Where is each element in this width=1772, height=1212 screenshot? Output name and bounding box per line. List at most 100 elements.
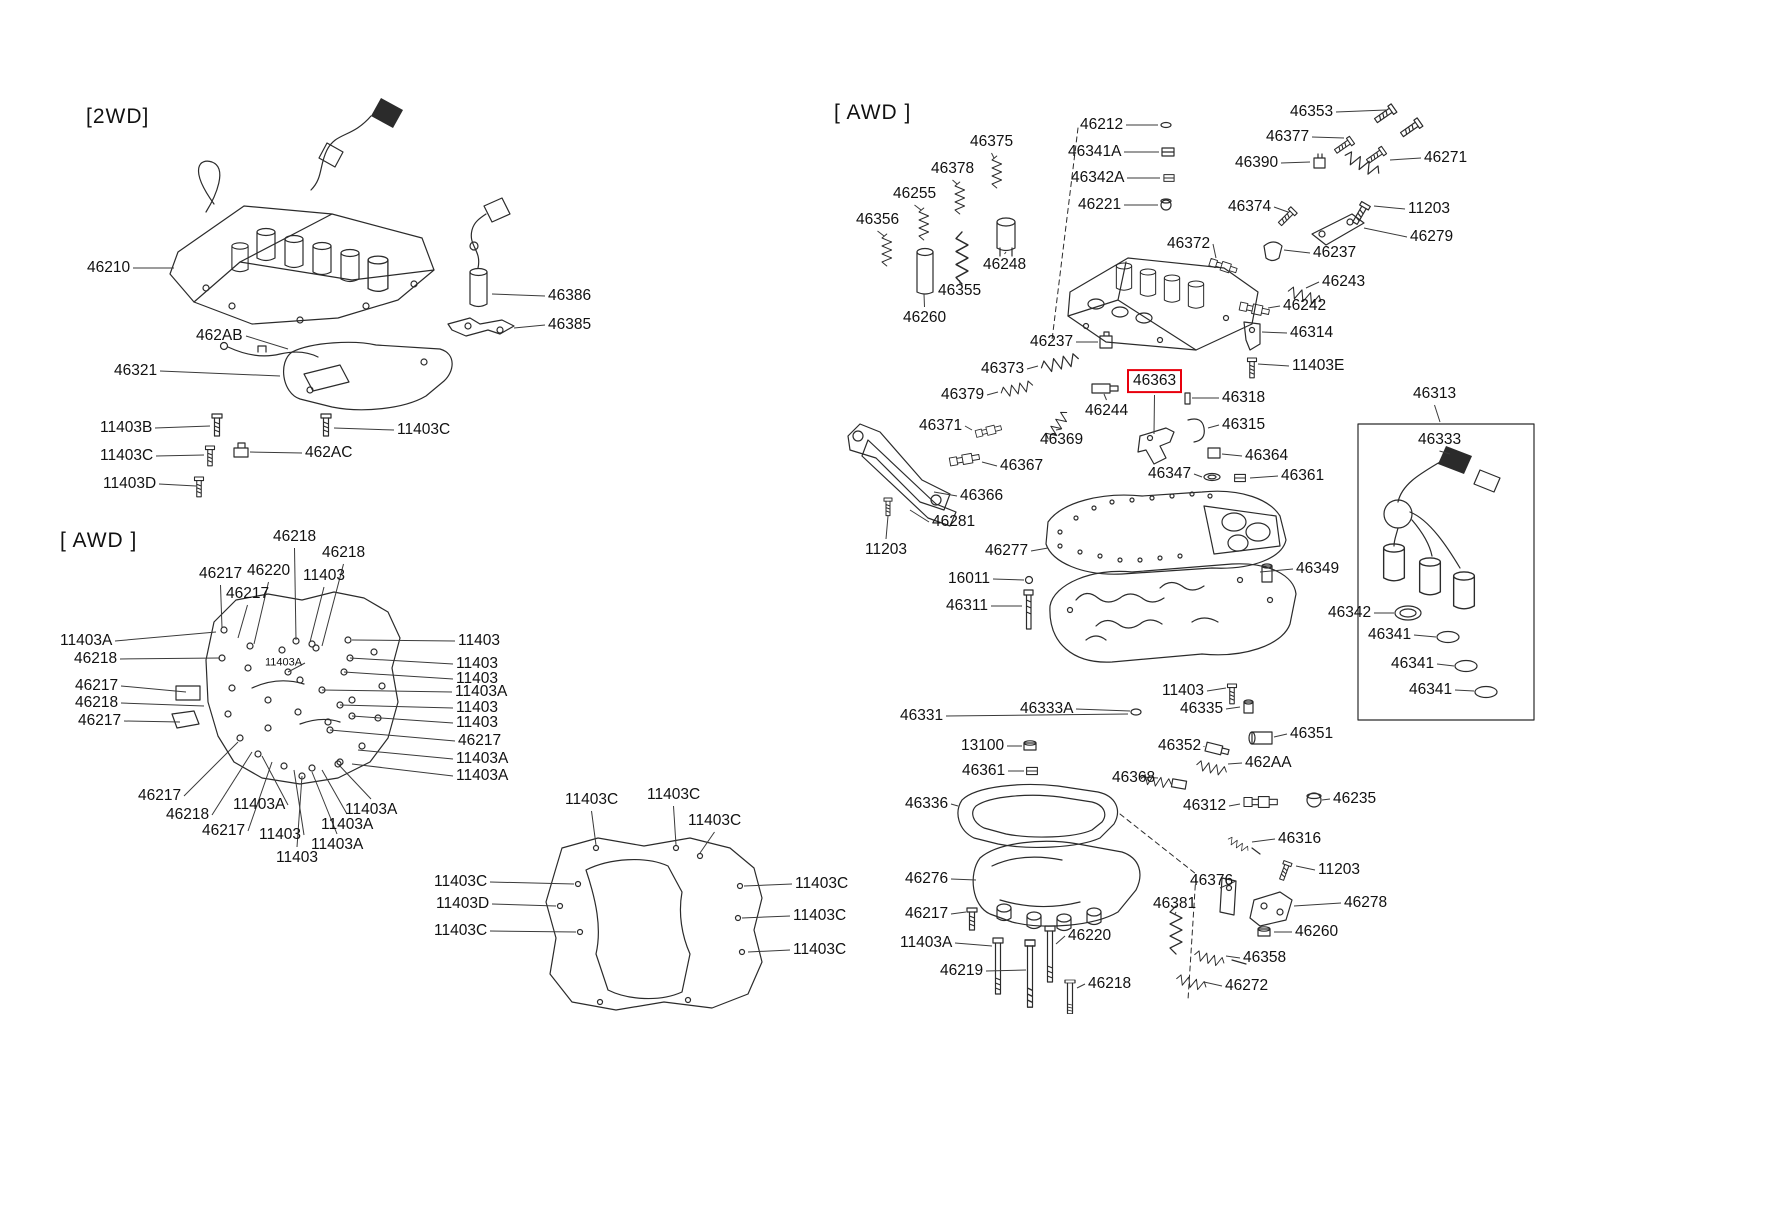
part-label-11203[interactable]: 11203 (865, 541, 907, 559)
part-label-46221[interactable]: 46221 (1078, 196, 1122, 214)
part-label-11403A[interactable]: 11403A (456, 767, 509, 785)
part-label-46220[interactable]: 46220 (1068, 927, 1112, 945)
part-label-46260[interactable]: 46260 (903, 309, 947, 327)
part-label-46217[interactable]: 46217 (458, 732, 502, 750)
part-label-11403A[interactable]: 11403A (345, 801, 398, 819)
part-label-46217[interactable]: 46217 (202, 822, 246, 840)
part-label-11203[interactable]: 11203 (1408, 200, 1450, 218)
part-label-46315[interactable]: 46315 (1222, 416, 1266, 434)
part-label-462AC[interactable]: 462AC (305, 444, 353, 462)
part-label-46353[interactable]: 46353 (1290, 103, 1334, 121)
part-label-46349[interactable]: 46349 (1296, 560, 1340, 578)
part-label-11403C[interactable]: 11403C (434, 873, 488, 891)
part-label-46342A[interactable]: 46342A (1071, 169, 1125, 187)
part-label-11403E[interactable]: 11403E (1292, 357, 1345, 375)
part-label-46371[interactable]: 46371 (919, 417, 963, 435)
part-label-46390[interactable]: 46390 (1235, 154, 1279, 172)
part-label-11403D[interactable]: 11403D (436, 895, 490, 913)
part-label-11403[interactable]: 11403 (456, 699, 498, 717)
part-label-46385[interactable]: 46385 (548, 316, 592, 334)
part-label-46336[interactable]: 46336 (905, 795, 949, 813)
part-label-46379[interactable]: 46379 (941, 386, 985, 404)
part-label-11403C[interactable]: 11403C (688, 812, 742, 830)
part-label-11403D[interactable]: 11403D (103, 475, 157, 493)
part-label-11403A[interactable]: 11403A (60, 632, 113, 650)
part-label-46218[interactable]: 46218 (1088, 975, 1132, 993)
part-label-46260[interactable]: 46260 (1295, 923, 1339, 941)
part-label-46352[interactable]: 46352 (1158, 737, 1202, 755)
part-label-46272[interactable]: 46272 (1225, 977, 1269, 995)
part-label-46342[interactable]: 46342 (1328, 604, 1372, 622)
part-label-11403A[interactable]: 11403A (455, 683, 508, 701)
part-label-46271[interactable]: 46271 (1424, 149, 1468, 167)
part-label-46237[interactable]: 46237 (1030, 333, 1074, 351)
part-label-46217[interactable]: 46217 (138, 787, 182, 805)
part-label-46321[interactable]: 46321 (114, 362, 158, 380)
part-label-46376[interactable]: 46376 (1190, 872, 1234, 890)
part-label-46218[interactable]: 46218 (273, 528, 317, 546)
part-label-46364[interactable]: 46364 (1245, 447, 1289, 465)
part-label-46333[interactable]: 46333 (1418, 431, 1462, 449)
part-label-46276[interactable]: 46276 (905, 870, 949, 888)
part-label-46316[interactable]: 46316 (1278, 830, 1322, 848)
part-label-11403[interactable]: 11403 (259, 826, 301, 844)
part-label-46341[interactable]: 46341 (1391, 655, 1435, 673)
part-label-11403C[interactable]: 11403C (793, 941, 847, 959)
part-label-46217[interactable]: 46217 (905, 905, 949, 923)
part-label-46235[interactable]: 46235 (1333, 790, 1377, 808)
part-label-46218[interactable]: 46218 (322, 544, 366, 562)
part-label-46237[interactable]: 46237 (1313, 244, 1357, 262)
part-label-46312[interactable]: 46312 (1183, 797, 1227, 815)
part-label-11403A[interactable]: 11403A (265, 656, 303, 669)
part-label-46368[interactable]: 46368 (1112, 769, 1156, 787)
part-label-46217[interactable]: 46217 (78, 712, 122, 730)
part-label-11403A[interactable]: 11403A (456, 750, 509, 768)
part-label-46369[interactable]: 46369 (1040, 431, 1084, 449)
part-label-11403C[interactable]: 11403C (793, 907, 847, 925)
part-label-46341A[interactable]: 46341A (1068, 143, 1122, 161)
part-label-46318[interactable]: 46318 (1222, 389, 1266, 407)
part-label-46212[interactable]: 46212 (1080, 116, 1124, 134)
part-label-11203[interactable]: 11203 (1318, 861, 1360, 879)
part-label-46244[interactable]: 46244 (1085, 402, 1129, 420)
part-label-46242[interactable]: 46242 (1283, 297, 1327, 315)
part-label-46361[interactable]: 46361 (1281, 467, 1325, 485)
part-label-11403[interactable]: 11403 (456, 655, 498, 673)
part-label-46278[interactable]: 46278 (1344, 894, 1388, 912)
part-label-46218[interactable]: 46218 (74, 650, 118, 668)
part-label-46378[interactable]: 46378 (931, 160, 975, 178)
part-label-11403C[interactable]: 11403C (565, 791, 619, 809)
part-label-46341[interactable]: 46341 (1368, 626, 1412, 644)
part-label-46351[interactable]: 46351 (1290, 725, 1334, 743)
part-label-46243[interactable]: 46243 (1322, 273, 1366, 291)
part-label-46374[interactable]: 46374 (1228, 198, 1272, 216)
part-label-46255[interactable]: 46255 (893, 185, 937, 203)
part-label-46279[interactable]: 46279 (1410, 228, 1454, 246)
part-label-11403[interactable]: 11403 (276, 849, 318, 867)
part-label-46355[interactable]: 46355 (938, 282, 982, 300)
part-label-46277[interactable]: 46277 (985, 542, 1029, 560)
part-label-46217[interactable]: 46217 (226, 585, 270, 603)
part-label-11403B[interactable]: 11403B (100, 419, 153, 437)
part-label-46367[interactable]: 46367 (1000, 457, 1044, 475)
part-label-11403C[interactable]: 11403C (434, 922, 488, 940)
part-label-46366[interactable]: 46366 (960, 487, 1004, 505)
part-label-11403C[interactable]: 11403C (100, 447, 154, 465)
part-label-46333A[interactable]: 46333A (1020, 700, 1074, 718)
part-label-11403A[interactable]: 11403A (233, 796, 286, 814)
part-label-46218[interactable]: 46218 (166, 806, 210, 824)
part-label-46331[interactable]: 46331 (900, 707, 944, 725)
part-label-16011[interactable]: 16011 (948, 570, 990, 588)
part-label-46356[interactable]: 46356 (856, 211, 900, 229)
part-label-46281[interactable]: 46281 (932, 513, 976, 531)
part-label-46361[interactable]: 46361 (962, 762, 1006, 780)
part-label-46335[interactable]: 46335 (1180, 700, 1224, 718)
part-label-11403C[interactable]: 11403C (795, 875, 849, 893)
part-label-11403[interactable]: 11403 (458, 632, 500, 650)
part-label-11403A[interactable]: 11403A (321, 816, 374, 834)
part-label-46313[interactable]: 46313 (1413, 385, 1457, 403)
part-label-11403[interactable]: 11403 (1162, 682, 1204, 700)
part-label-46373[interactable]: 46373 (981, 360, 1025, 378)
part-label-11403A[interactable]: 11403A (311, 836, 364, 854)
part-label-46381[interactable]: 46381 (1153, 895, 1197, 913)
